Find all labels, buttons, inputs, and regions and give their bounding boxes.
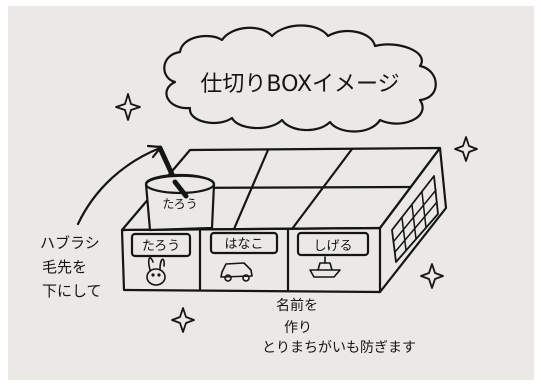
boat-icon — [309, 256, 341, 278]
sparkle-icon — [420, 263, 444, 289]
bottom-note-line: 名前を — [276, 297, 318, 314]
box-divider-line — [232, 148, 270, 231]
toothbrush-note-line: 毛先を — [42, 258, 87, 276]
compartment-label: たろう — [142, 239, 180, 254]
toothbrush-note-line: ハブラシ — [40, 234, 100, 252]
bottom-note-line: とりまちがいも防ぎます — [262, 340, 416, 356]
car-icon — [220, 262, 253, 282]
name-plate — [296, 231, 370, 257]
sparkle-icon — [454, 136, 478, 162]
cup-rim — [144, 173, 216, 195]
toothbrush-note-line: 下にして — [42, 282, 102, 300]
divider-box: たろう はなこ しげる — [120, 146, 448, 294]
rabbit-icon — [146, 257, 166, 286]
diagram-title: 仕切りBOXイメージ — [200, 72, 399, 97]
sparkle-icon — [115, 93, 141, 121]
name-plate — [209, 231, 279, 255]
title-cloud: 仕切りBOXイメージ — [163, 24, 437, 133]
pointer-arrow — [76, 146, 162, 226]
arrow-head — [146, 144, 163, 159]
cup-label: たろう — [162, 197, 197, 211]
paper-sheet — [8, 6, 534, 380]
toothbrush-handle-inside — [172, 179, 189, 199]
grille-line — [411, 204, 417, 240]
grille-line — [421, 191, 427, 229]
grille-line — [394, 201, 438, 253]
cup: たろう — [144, 145, 216, 232]
grille-line — [393, 189, 437, 242]
grille-line — [401, 217, 407, 251]
cloud-outline — [163, 24, 437, 133]
compartment-label: しげる — [313, 239, 352, 254]
bottom-note-line: 作り — [284, 320, 312, 336]
sparkle-icon — [171, 307, 195, 333]
box-right-face — [378, 146, 448, 294]
name-plate — [130, 232, 192, 258]
box-divider-line — [290, 147, 354, 231]
compartment-label: はなこ — [224, 237, 263, 252]
